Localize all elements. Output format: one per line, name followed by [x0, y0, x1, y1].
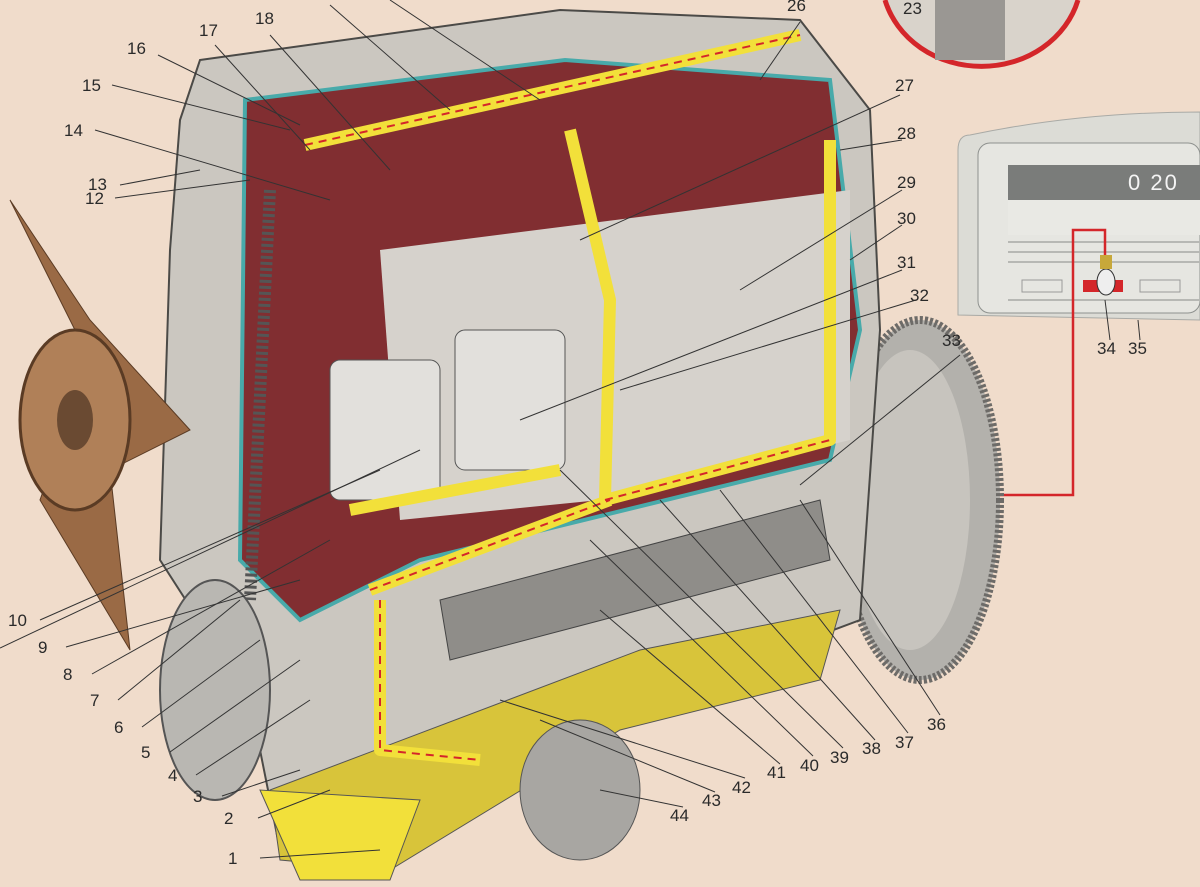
- callout-12: 12: [85, 189, 104, 208]
- callout-43: 43: [702, 791, 721, 810]
- crankshaft: [439, 499, 831, 661]
- callout-38: 38: [862, 739, 881, 758]
- oil-pump-intake: [519, 719, 641, 861]
- callout-13: 13: [88, 175, 107, 194]
- gauge-scale-text: 0 20: [1128, 170, 1179, 195]
- callout-34: 34: [1097, 339, 1116, 358]
- callout-40: 40: [800, 756, 819, 775]
- callout-42: 42: [732, 778, 751, 797]
- callout-37: 37: [895, 733, 914, 752]
- callout-30: 30: [897, 209, 916, 228]
- callout-41: 41: [767, 763, 786, 782]
- callout-35: 35: [1128, 339, 1147, 358]
- oil-pan: [259, 789, 421, 881]
- timing-chain: [244, 189, 276, 601]
- callout-32: 32: [910, 286, 929, 305]
- callout-3: 3: [193, 787, 203, 806]
- detail-inset-circle: [882, 0, 1081, 69]
- callout-1: 1: [228, 849, 238, 868]
- flywheel: [836, 316, 1004, 684]
- callout-8: 8: [63, 665, 73, 684]
- callout-15: 15: [82, 76, 101, 95]
- callout-6: 6: [114, 718, 124, 737]
- callout-4: 4: [168, 766, 178, 785]
- callout-9: 9: [38, 638, 48, 657]
- callout-16: 16: [127, 39, 146, 58]
- callout-33: 33: [942, 331, 961, 350]
- fan: [9, 199, 191, 651]
- callout-39: 39: [830, 748, 849, 767]
- leader-lines: [0, 0, 1141, 859]
- callout-26: 26: [787, 0, 806, 15]
- callout-23: 23: [903, 0, 922, 18]
- callout-27: 27: [895, 76, 914, 95]
- engine-block: [158, 8, 882, 871]
- callout-5: 5: [141, 743, 151, 762]
- oil-flow-arrows: [304, 34, 831, 761]
- callout-28: 28: [897, 124, 916, 143]
- callout-29: 29: [897, 173, 916, 192]
- callout-10: 10: [8, 611, 27, 630]
- callout-7: 7: [90, 691, 100, 710]
- callout-14: 14: [64, 121, 83, 140]
- callout-17: 17: [199, 21, 218, 40]
- callout-36: 36: [927, 715, 946, 734]
- callout-44: 44: [670, 806, 689, 825]
- instrument-panel: [957, 111, 1200, 321]
- callout-31: 31: [897, 253, 916, 272]
- callout-2: 2: [224, 809, 234, 828]
- callout-18: 18: [255, 9, 274, 28]
